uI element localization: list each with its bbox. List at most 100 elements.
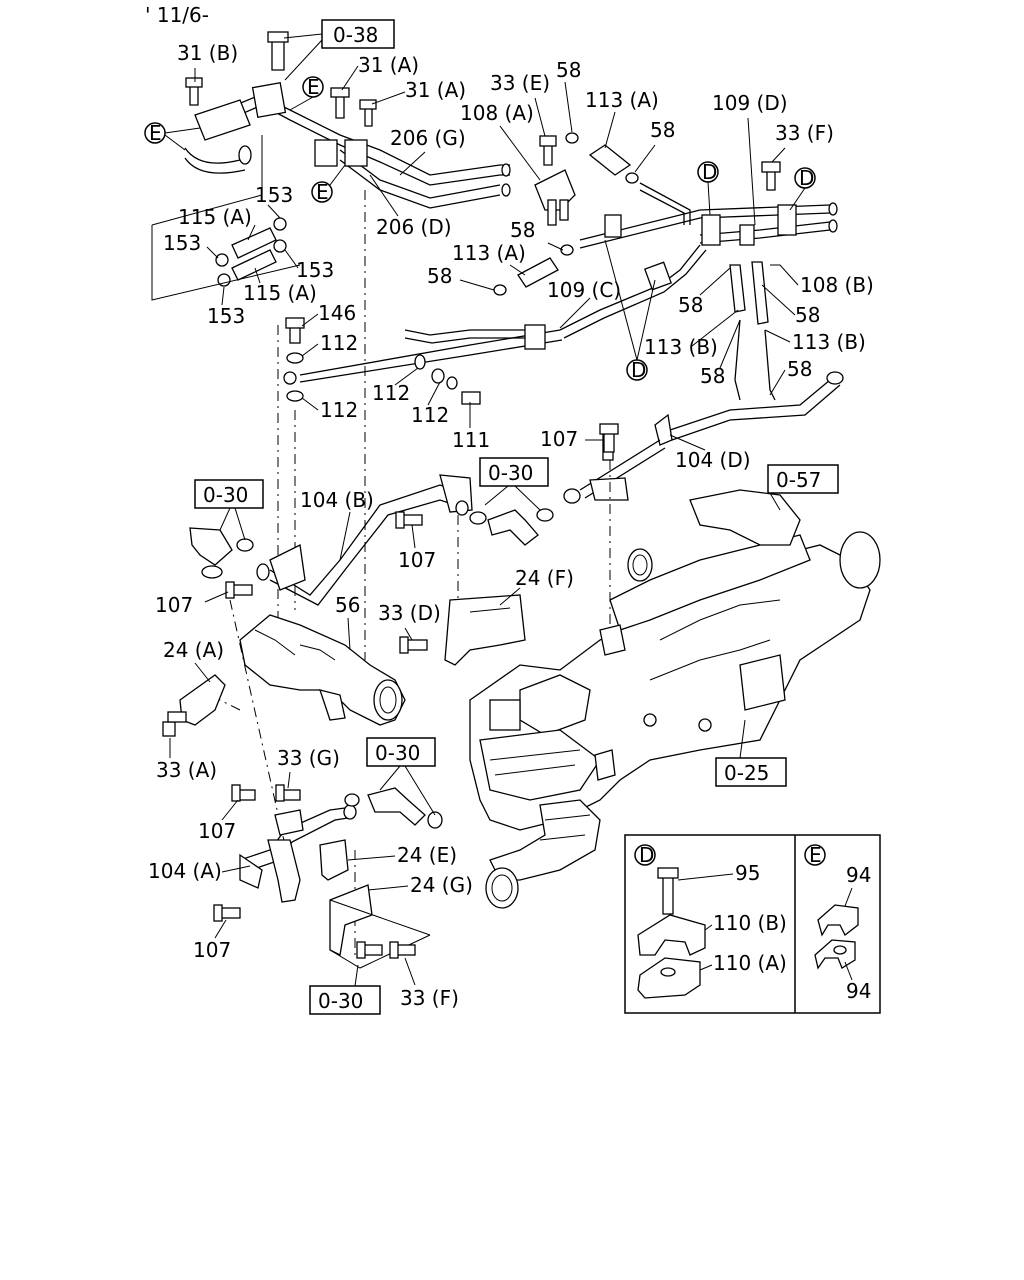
inset-e-tag: E <box>809 843 822 867</box>
label-113b-1: 113 (B) <box>644 335 718 359</box>
label-33f-bottom: 33 (F) <box>400 986 459 1010</box>
inset-label-94-top: 94 <box>846 863 871 887</box>
part-labels: 31 (B) 31 (A) 31 (A) 206 (G) 206 (D) 33 … <box>148 41 874 1010</box>
label-58-4: 58 <box>427 264 452 288</box>
ref-box-0-30-left: 0-30 <box>194 479 264 509</box>
inset-label-110a: 110 (A) <box>713 951 787 975</box>
label-146: 146 <box>318 301 356 325</box>
label-113b-2: 113 (B) <box>792 330 866 354</box>
callout-e2-label: E <box>149 121 162 145</box>
label-33e: 33 (E) <box>490 71 550 95</box>
ref-box-0-30-low-label: 0-30 <box>375 741 420 765</box>
label-108a: 108 (A) <box>460 101 534 125</box>
ref-box-0-25: 0-25 <box>715 757 787 787</box>
callout-e3-label: E <box>316 180 329 204</box>
ref-box-0-25-label: 0-25 <box>724 761 769 785</box>
label-33a: 33 (A) <box>156 758 217 782</box>
callout-d1: D <box>697 160 719 184</box>
label-31a-2: 31 (A) <box>405 78 466 102</box>
label-112-1: 112 <box>320 331 358 355</box>
label-153-2: 153 <box>163 231 201 255</box>
ref-box-0-30-bottom: 0-30 <box>309 985 381 1015</box>
callout-e1: E <box>302 75 324 99</box>
label-104a: 104 (A) <box>148 859 222 883</box>
ref-box-0-30-mid-label: 0-30 <box>488 461 533 485</box>
pipe-104b <box>256 474 473 606</box>
label-115a-2: 115 (A) <box>243 281 317 305</box>
label-206g: 206 (G) <box>390 126 466 150</box>
bracket-24f <box>399 594 526 666</box>
callout-e3: E <box>311 180 333 204</box>
label-113a-2: 113 (A) <box>452 241 526 265</box>
detail-inset: D 95 110 (B) 110 (A) E 94 94 <box>624 834 881 1014</box>
inset-label-95: 95 <box>735 861 760 885</box>
inset-label-94-bottom: 94 <box>846 979 871 1003</box>
label-112-3: 112 <box>320 398 358 422</box>
hose-elbow-low <box>344 787 443 829</box>
callout-e1-label: E <box>307 75 320 99</box>
label-24g: 24 (G) <box>410 873 473 897</box>
ref-box-0-38-label: 0-38 <box>333 23 378 47</box>
label-115a-1: 115 (A) <box>178 205 252 229</box>
label-107-1: 107 <box>540 427 578 451</box>
label-111: 111 <box>452 428 490 452</box>
label-109c: 109 (C) <box>547 278 621 302</box>
label-58-3: 58 <box>510 218 535 242</box>
callout-leaders <box>164 96 806 361</box>
pipe-104a <box>239 804 357 903</box>
bolt-parts-107 <box>225 423 619 599</box>
thermostat-housing-56 <box>239 614 406 726</box>
label-33g: 33 (G) <box>277 746 340 770</box>
ring-parts-115a-153 <box>151 135 301 301</box>
label-58-2: 58 <box>650 118 675 142</box>
bolt-parts-top <box>185 31 781 191</box>
bracket-24e-24g <box>213 784 431 969</box>
label-31b: 31 (B) <box>177 41 238 65</box>
ref-box-0-57: 0-57 <box>767 464 839 494</box>
washer-parts-112 <box>285 317 481 405</box>
label-58-6: 58 <box>795 303 820 327</box>
label-107-5: 107 <box>193 938 231 962</box>
label-104b: 104 (B) <box>300 488 374 512</box>
label-206d: 206 (D) <box>376 215 452 239</box>
label-56: 56 <box>335 593 360 617</box>
label-107-4: 107 <box>198 819 236 843</box>
callout-d2-label: D <box>799 166 814 190</box>
ref-box-leaders <box>219 33 781 987</box>
label-leaders <box>169 65 799 986</box>
label-24a: 24 (A) <box>163 638 224 662</box>
label-24f: 24 (F) <box>515 566 574 590</box>
label-107-3: 107 <box>155 593 193 617</box>
ref-box-0-30-left-label: 0-30 <box>203 483 248 507</box>
pipe-assembly-206 <box>184 82 511 209</box>
date-code: ' 11/6- <box>145 3 209 27</box>
ref-box-0-38: 0-38 <box>321 19 395 49</box>
hose-elbow-mid <box>469 508 554 546</box>
label-31a-1: 31 (A) <box>358 53 419 77</box>
ref-box-0-57-label: 0-57 <box>776 468 821 492</box>
ref-box-0-30-bottom-label: 0-30 <box>318 989 363 1013</box>
label-113a-1: 113 (A) <box>585 88 659 112</box>
label-153-4: 153 <box>207 304 245 328</box>
label-104d: 104 (D) <box>675 448 751 472</box>
label-58-7: 58 <box>700 364 725 388</box>
label-153-1: 153 <box>255 183 293 207</box>
hose-parts-113a <box>493 132 691 296</box>
label-107-2: 107 <box>398 548 436 572</box>
ref-box-0-30-mid: 0-30 <box>479 457 549 487</box>
label-112-2: 112 <box>372 381 410 405</box>
label-33d: 33 (D) <box>378 601 441 625</box>
label-24e: 24 (E) <box>397 843 457 867</box>
callout-d1-label: D <box>702 160 717 184</box>
bracket-108a <box>534 169 576 226</box>
label-108b: 108 (B) <box>800 273 874 297</box>
bracket-24a <box>162 674 226 737</box>
callout-e2: E <box>144 121 166 145</box>
label-58-8: 58 <box>787 357 812 381</box>
callout-d3: D <box>626 358 648 382</box>
inset-label-110b: 110 (B) <box>713 911 787 935</box>
pipe-assembly-109 <box>283 202 838 385</box>
label-58-1: 58 <box>556 58 581 82</box>
label-112-4: 112 <box>411 403 449 427</box>
